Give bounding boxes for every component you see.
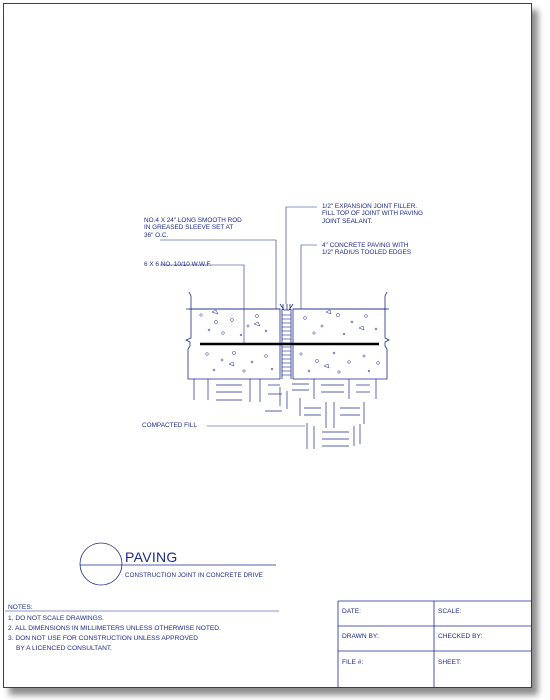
file-number-label: FILE #: xyxy=(342,659,364,666)
general-notes: NOTES: 1. DO NOT SCALE DRAWINGS. 2. ALL … xyxy=(8,604,221,653)
compacted-fill-pattern xyxy=(193,379,377,449)
wwf-callout: 6 X 6 NO. 10/10 W.W.F. xyxy=(144,261,212,268)
notes-heading: NOTES: xyxy=(8,604,33,611)
drawn-by-label: DRAWN BY: xyxy=(342,633,379,640)
joint-filler-hatch xyxy=(282,314,291,376)
expansion-filler-callout: 1/2" EXPANSION JOINT FILLER. FILL TOP OF… xyxy=(322,203,423,225)
note-item: 1. DO NOT SCALE DRAWINGS. xyxy=(8,615,104,622)
construction-joint-detail xyxy=(5,206,531,687)
title-block-grid xyxy=(337,600,531,687)
concrete-section xyxy=(185,291,390,380)
note-item: 2. ALL DIMENSIONS IN MILLIMETERS UNLESS … xyxy=(8,625,221,632)
drawing-title: PAVING xyxy=(125,549,178,565)
checked-by-label: CHECKED BY: xyxy=(438,633,483,640)
compacted-fill-callout: COMPACTED FILL xyxy=(142,422,197,429)
scale-label: SCALE: xyxy=(438,608,462,615)
drawing-subtitle: CONSTRUCTION JOINT IN CONCRETE DRIVE xyxy=(125,572,263,579)
concrete-paving-callout: 4" CONCRETE PAVING WITH 1/2" RADIUS TOOL… xyxy=(322,242,412,257)
note-item: 3. DON NOT USE FOR CONSTRUCTION UNLESS A… xyxy=(8,635,199,642)
concrete-aggregate xyxy=(199,309,380,374)
sheet-label: SHEET: xyxy=(438,659,462,666)
date-label: DATE: xyxy=(342,608,361,615)
drawing-sheet: 1/2" EXPANSION JOINT FILLER. FILL TOP OF… xyxy=(3,3,532,688)
leader-lines xyxy=(160,206,317,427)
title-symbol xyxy=(79,542,276,586)
smooth-rod-callout: NO.4 X 24" LONG SMOOTH ROD IN GREASED SL… xyxy=(144,217,242,239)
note-item: BY A LICENCED CONSULTANT. xyxy=(16,645,112,652)
